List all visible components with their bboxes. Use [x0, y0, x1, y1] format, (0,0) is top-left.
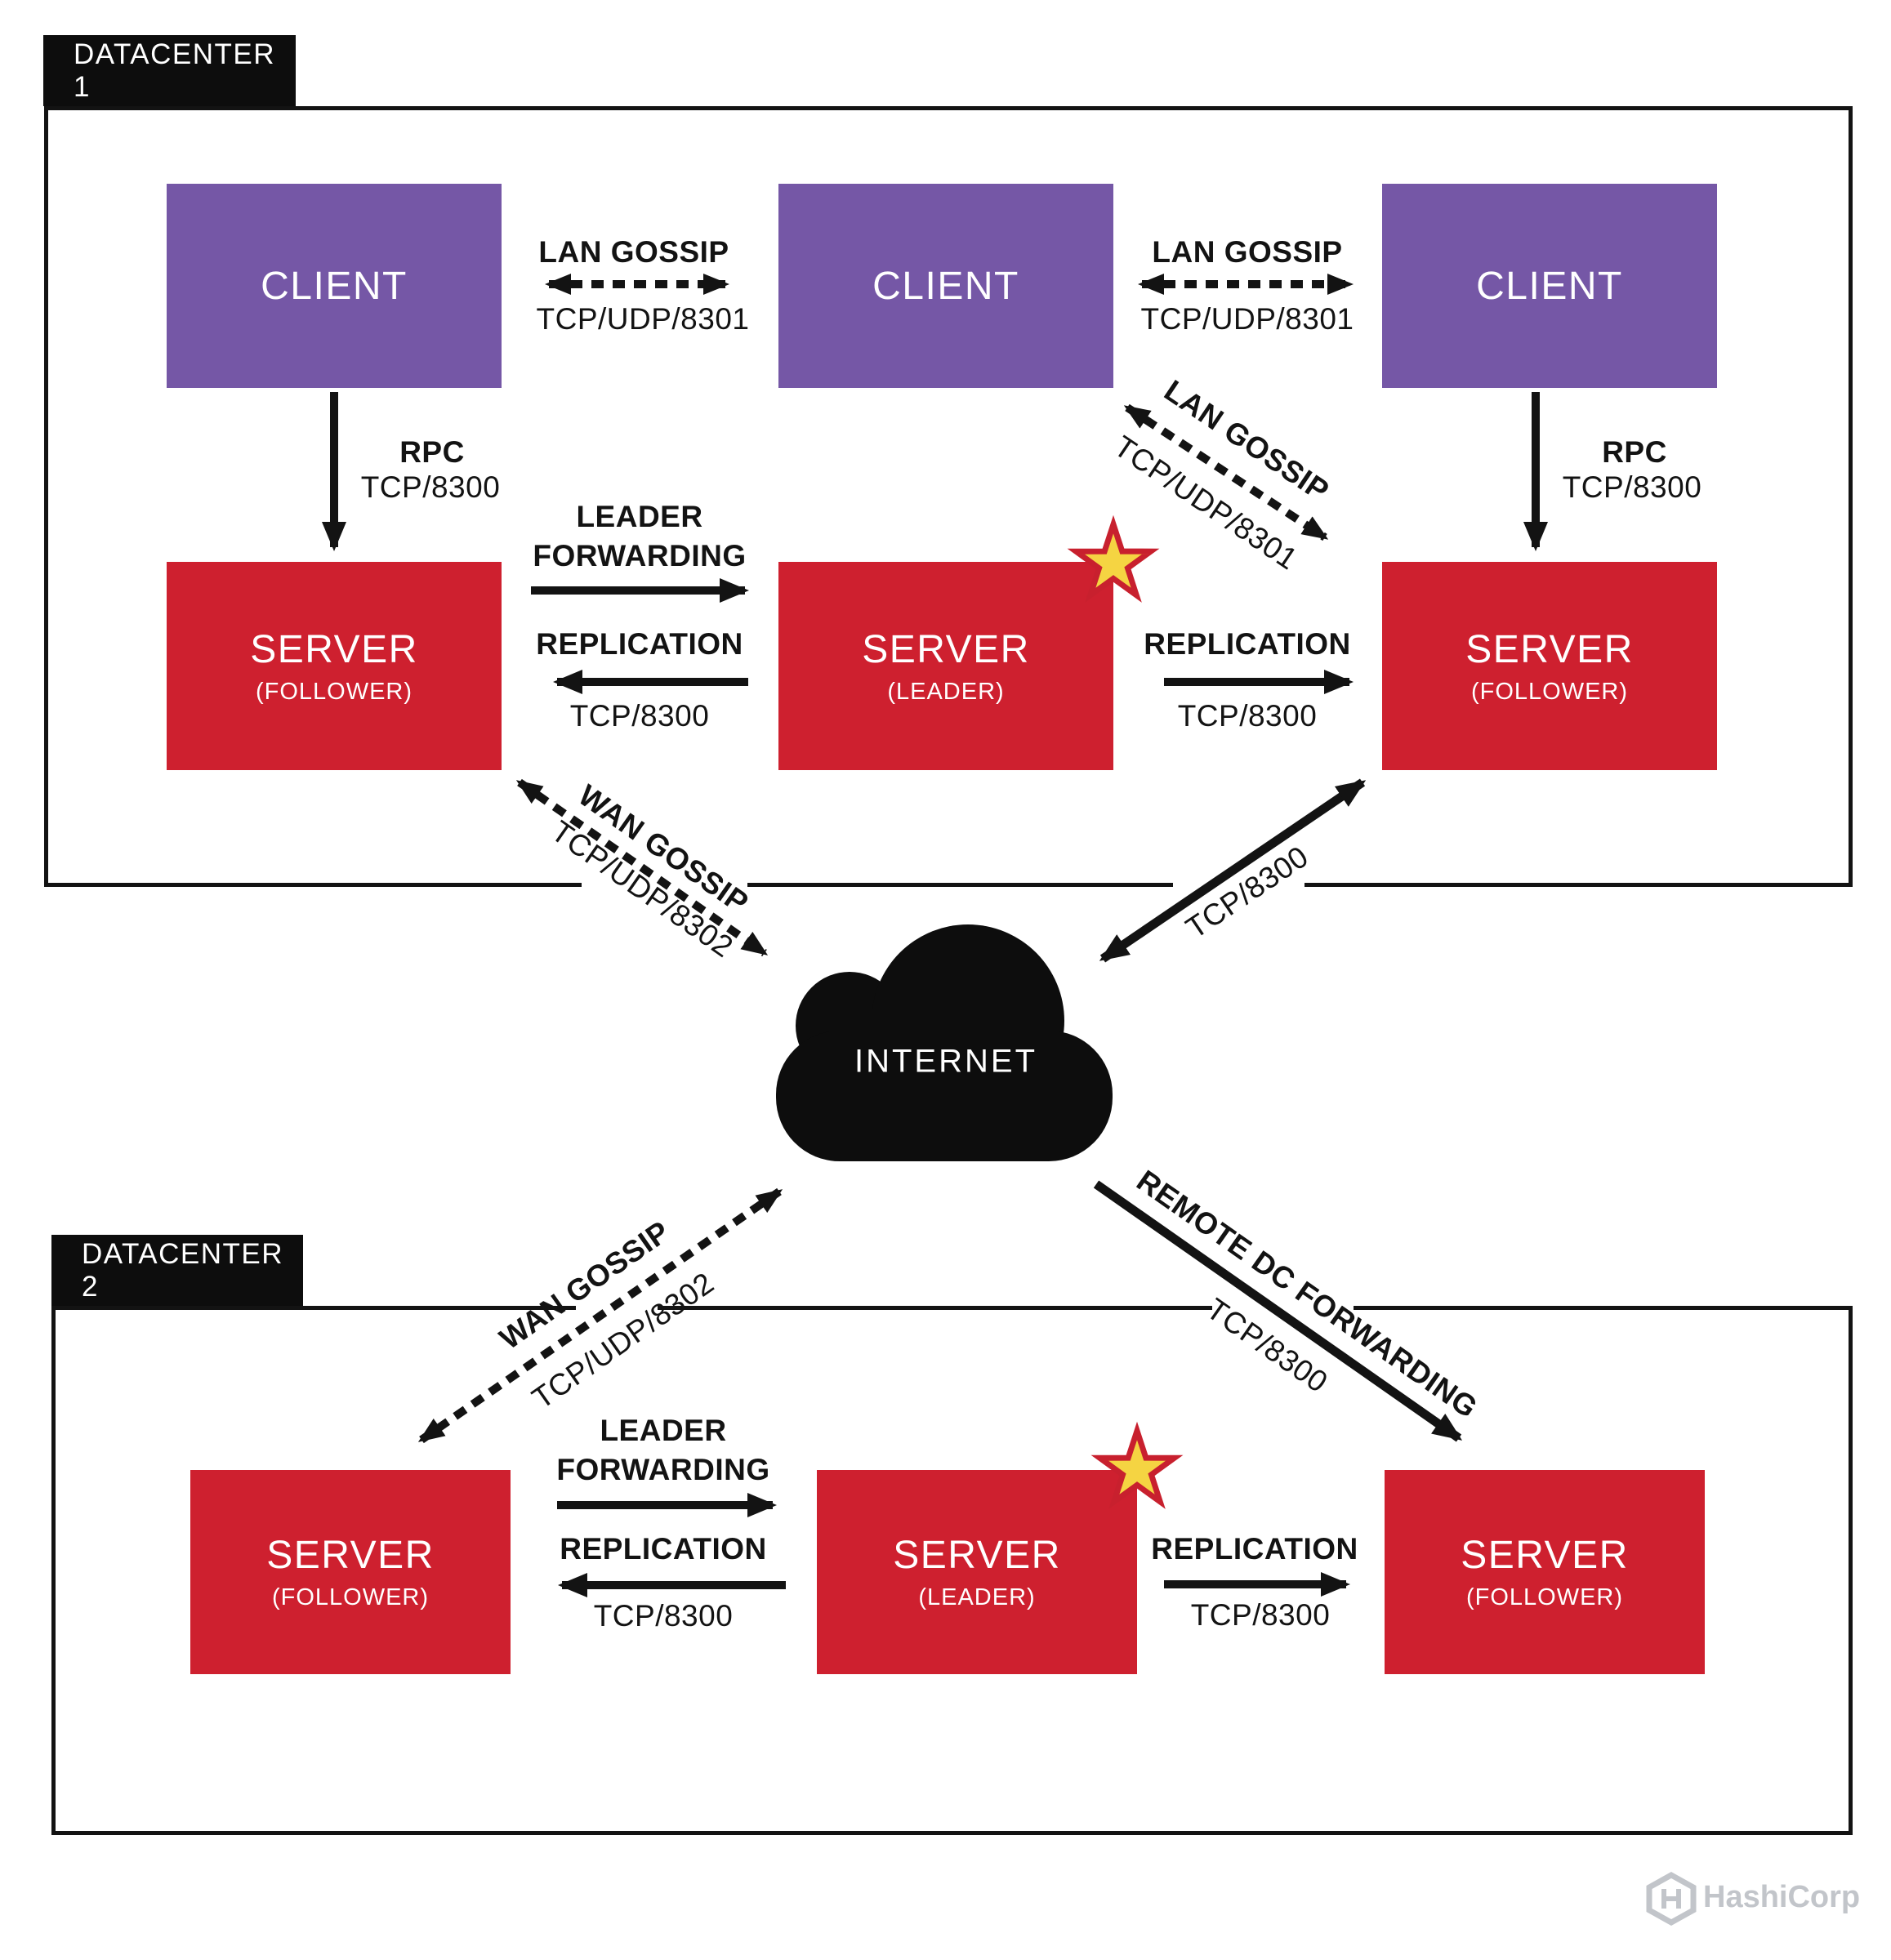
dc1-lan-gossip-right-port: TCP/UDP/8301	[1140, 302, 1354, 336]
datacenter2-label: DATACENTER 2	[82, 1237, 284, 1303]
dc2-server-1-label: SERVER	[266, 1534, 435, 1577]
datacenter1-boundary	[44, 106, 1853, 887]
dc1-server-2-role: (LEADER)	[887, 678, 1005, 705]
dc2-leader-forwarding-line2: FORWARDING	[556, 1453, 770, 1486]
dc1-client-1: CLIENT	[167, 184, 502, 388]
dc1-lan-gossip-right-label: LAN GOSSIP	[1152, 235, 1343, 269]
dc1-replication-left-port: TCP/8300	[569, 699, 710, 733]
dc1-server-1-label: SERVER	[250, 627, 418, 671]
internet-label: INTERNET	[854, 1043, 1037, 1080]
dc1-rpc-left-port: TCP/8300	[360, 470, 501, 504]
hashicorp-logo-text: HashiCorp	[1703, 1880, 1861, 1914]
dc1-client-3: CLIENT	[1382, 184, 1717, 388]
dc2-server-follower-2: SERVER (FOLLOWER)	[1385, 1470, 1705, 1674]
dc1-rpc-right-port: TCP/8300	[1562, 470, 1702, 504]
datacenter2-tag: DATACENTER 2	[51, 1235, 303, 1306]
dc1-server-3-label: SERVER	[1465, 627, 1634, 671]
datacenter1-tag: DATACENTER 1	[43, 35, 296, 106]
dc1-server-3-role: (FOLLOWER)	[1470, 678, 1629, 705]
dc1-client-3-label: CLIENT	[1476, 264, 1623, 308]
dc1-client-2: CLIENT	[778, 184, 1113, 388]
hashicorp-logo-icon	[1646, 1871, 1697, 1927]
dc1-server-follower-2: SERVER (FOLLOWER)	[1382, 562, 1717, 770]
datacenter1-label: DATACENTER 1	[74, 38, 276, 103]
dc1-server-leader: SERVER (LEADER)	[778, 562, 1113, 770]
dc2-server-3-role: (FOLLOWER)	[1465, 1584, 1624, 1610]
dc1-leader-forwarding-line1: LEADER	[576, 500, 703, 533]
dc2-server-1-role: (FOLLOWER)	[271, 1584, 430, 1610]
dc1-replication-right-label: REPLICATION	[1144, 627, 1351, 661]
dc1-lan-gossip-left-label: LAN GOSSIP	[538, 235, 729, 269]
dc1-rpc-left-label: RPC	[399, 435, 465, 469]
dc2-server-follower-1: SERVER (FOLLOWER)	[190, 1470, 511, 1674]
dc1-client-1-label: CLIENT	[261, 264, 408, 308]
dc2-server-2-role: (LEADER)	[918, 1584, 1036, 1610]
dc2-server-3-label: SERVER	[1461, 1534, 1629, 1577]
dc1-leader-forwarding-line2: FORWARDING	[533, 539, 747, 572]
dc1-server-1-role: (FOLLOWER)	[255, 678, 413, 705]
dc1-server-follower-1: SERVER (FOLLOWER)	[167, 562, 502, 770]
dc2-replication-left-label: REPLICATION	[560, 1532, 767, 1566]
dc1-replication-left-label: REPLICATION	[536, 627, 743, 661]
dc1-rpc-right-label: RPC	[1602, 435, 1667, 469]
dc2-replication-right-label: REPLICATION	[1151, 1532, 1358, 1566]
datacenter2-boundary	[51, 1306, 1853, 1835]
dc2-leader-forwarding-line1: LEADER	[600, 1414, 727, 1447]
dc1-replication-right-port: TCP/8300	[1177, 699, 1318, 733]
dc1-server-2-label: SERVER	[862, 627, 1030, 671]
dc1-client-2-label: CLIENT	[872, 264, 1019, 308]
dc1-lan-gossip-left-port: TCP/UDP/8301	[536, 302, 750, 336]
dc2-replication-left-port: TCP/8300	[593, 1599, 734, 1633]
dc2-server-2-label: SERVER	[893, 1534, 1061, 1577]
dc2-replication-right-port: TCP/8300	[1190, 1598, 1331, 1632]
dc2-server-leader: SERVER (LEADER)	[817, 1470, 1137, 1674]
